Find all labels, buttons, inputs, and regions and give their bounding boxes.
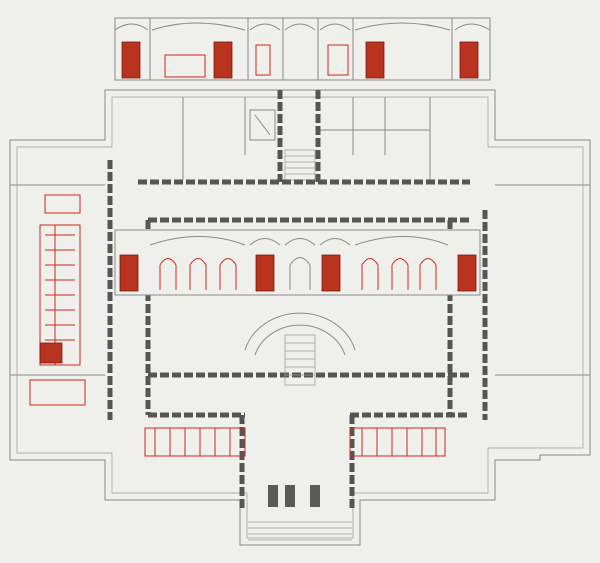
- middle-elevation: [114, 229, 481, 296]
- exhibit-cases: [29, 194, 446, 457]
- grand-staircase: [244, 312, 356, 386]
- entrance-steps: [248, 521, 352, 541]
- door-icon: [365, 41, 385, 79]
- door-icon: [119, 254, 139, 292]
- walls: [107, 90, 488, 510]
- door-icon: [459, 41, 479, 79]
- door-icon: [457, 254, 477, 292]
- building-outline: [9, 89, 591, 546]
- top-elevation: [114, 17, 491, 81]
- door-icon: [213, 41, 233, 79]
- door-icon: [321, 254, 341, 292]
- door-icon: [255, 254, 275, 292]
- door-icon: [121, 41, 141, 79]
